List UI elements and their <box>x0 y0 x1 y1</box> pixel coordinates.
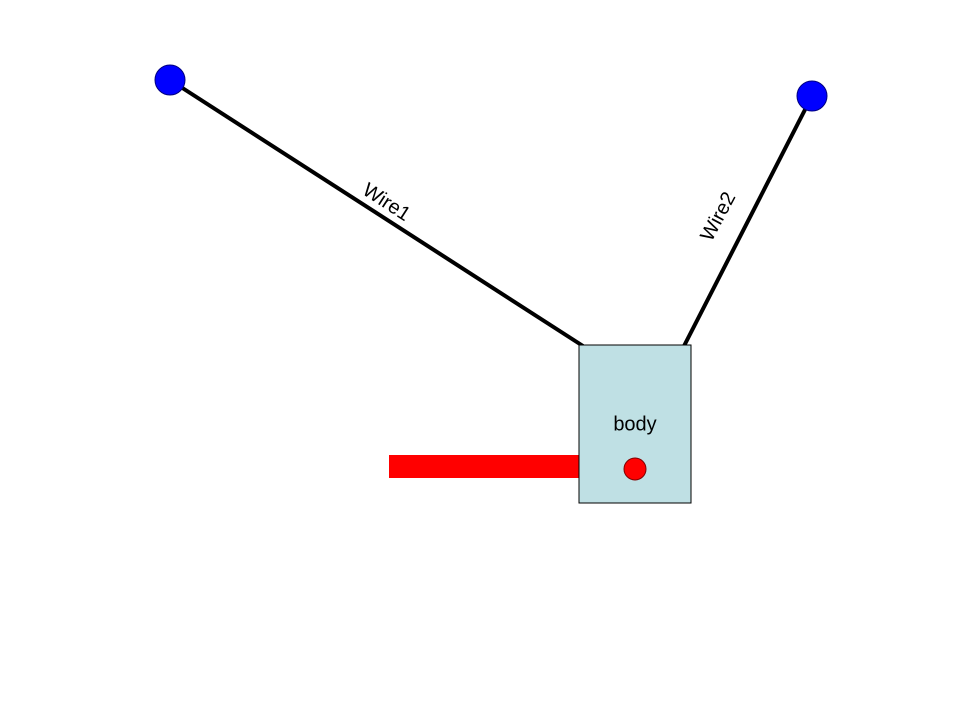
body-point <box>623 457 647 481</box>
wire2-line <box>682 95 814 347</box>
body-label: body <box>613 413 656 435</box>
wire2-label: Wire2 <box>696 188 740 244</box>
wire2-anchor-point <box>796 80 828 112</box>
force-bar <box>389 455 579 478</box>
body-block <box>578 344 692 504</box>
wire1-line <box>168 78 585 348</box>
wire1-anchor-point <box>154 64 186 96</box>
